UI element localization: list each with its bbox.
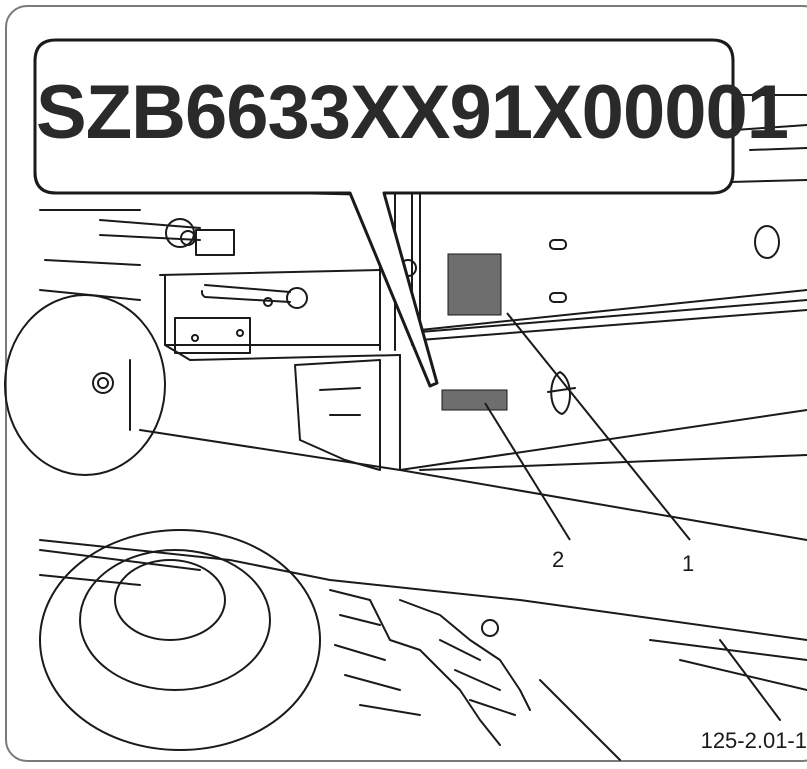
callout-box — [33, 38, 735, 388]
rear-tire — [39, 529, 321, 751]
figure-id: 125-2.01-1 — [700, 728, 807, 753]
leader-line-1 — [506, 312, 691, 541]
front-tire-tread — [329, 589, 531, 746]
block — [174, 317, 251, 354]
label-2: 2 — [552, 547, 565, 572]
handle — [200, 284, 291, 303]
lower-deck — [129, 354, 807, 471]
leader-line-2 — [484, 402, 571, 541]
bracket — [294, 359, 381, 471]
label-1: 1 — [682, 551, 695, 576]
pulley — [4, 294, 166, 476]
plate-2 — [441, 389, 508, 411]
plate-1 — [447, 253, 502, 316]
serial-number-text: SZB6633XX91X00001 — [36, 70, 789, 155]
